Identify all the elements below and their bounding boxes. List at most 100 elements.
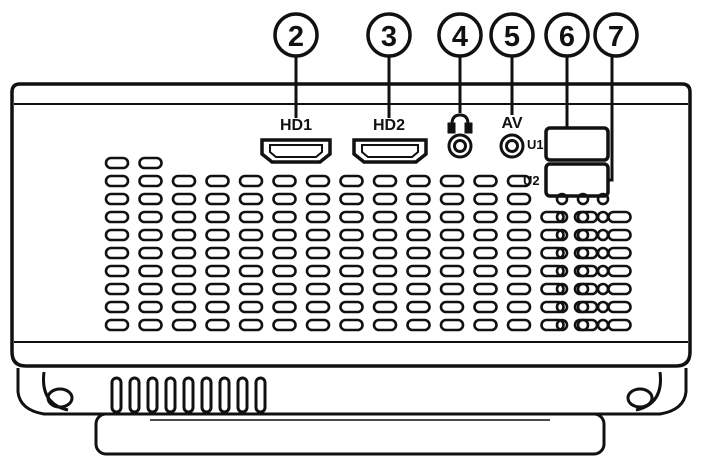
callout-number-4: 4 [452,21,468,53]
vent-slot [439,228,465,242]
vent-slot [104,264,130,278]
vent-hole [555,210,569,224]
vent-slot [372,246,398,260]
hdmi-port-hd1[interactable] [260,138,332,164]
vent-slot [607,228,632,242]
vent-hole [576,246,590,260]
vent-slot [372,264,398,278]
callout-number-2: 2 [288,21,304,53]
vent-slot [138,210,163,224]
vent-slot [473,282,498,296]
vent-slot [439,282,465,296]
vent-slot [104,228,130,242]
vent-slot [339,300,364,314]
vent-slot [506,192,532,206]
vent-hole [576,318,590,332]
headphone-jack[interactable] [447,133,473,159]
base-vent-slot [218,376,231,414]
vent-slot [238,300,264,314]
vent-slot [171,264,197,278]
vent-slot [104,318,130,332]
vent-slot [372,210,398,224]
vent-slot [205,318,230,332]
usb-port-u1[interactable] [544,126,610,162]
vent-slot [607,300,632,314]
base-vent-slot [200,376,213,414]
vent-hole [596,318,610,332]
vent-hole [576,210,590,224]
vent-slot [305,300,331,314]
vent-slot [305,174,331,188]
usb-port-u2[interactable] [544,162,610,198]
vent-slot [439,192,465,206]
projector-body [10,82,692,368]
vent-slot [540,282,565,296]
vent-slot [171,228,197,242]
vent-slot [506,246,532,260]
base-vent-slot [146,376,159,414]
vent-slot [473,192,498,206]
vent-slot [138,174,163,188]
vent-slot [205,282,230,296]
vent-slot [138,192,163,206]
vent-slot [138,156,163,170]
vent-slot [372,282,398,296]
vent-slot [305,192,331,206]
vent-slot [607,318,632,332]
vent-slot [138,282,163,296]
vent-slot [205,174,230,188]
vent-hole [555,318,569,332]
vent-slot [138,318,163,332]
base-vent-slot [110,376,123,414]
vent-slot [238,318,264,332]
vent-slot [272,282,297,296]
vent-slot [171,174,197,188]
projector-base [16,368,688,456]
vent-slot [372,300,398,314]
vent-slot [272,264,297,278]
vent-slot [104,282,130,296]
av-jack[interactable] [499,133,525,159]
headphone-icon [447,113,473,134]
vent-slot [272,300,297,314]
vent-slot [339,210,364,224]
vent-slot [540,210,565,224]
vent-hole [576,300,590,314]
vent-slot [205,246,230,260]
base-vent-slot [254,376,267,414]
vent-slot [104,300,130,314]
vent-hole [596,264,610,278]
vent-slot [238,192,264,206]
vent-slot [305,318,331,332]
vent-slot [439,264,465,278]
vent-slot [607,264,632,278]
callout-number-3: 3 [381,21,397,53]
vent-slot [506,318,532,332]
vent-slot [272,318,297,332]
vent-slot [238,246,264,260]
vent-hole [555,228,569,242]
vent-hole [576,192,590,206]
vent-hole [596,300,610,314]
vent-slot [406,246,431,260]
vent-hole [576,264,590,278]
vent-slot [439,300,465,314]
vent-slot [406,282,431,296]
vent-hole [555,246,569,260]
vent-slot [104,174,130,188]
vent-slot [439,174,465,188]
port-label-av: AV [501,115,522,132]
vent-slot [305,264,331,278]
vent-slot [406,300,431,314]
vent-slot [339,192,364,206]
vent-slot [540,318,565,332]
vent-slot [272,174,297,188]
vent-slot [138,300,163,314]
vent-slot [205,210,230,224]
vent-slot [406,174,431,188]
port-label-hd2: HD2 [373,117,405,134]
vent-slot [305,246,331,260]
hdmi-port-hd2[interactable] [352,138,428,164]
vent-slot [339,246,364,260]
